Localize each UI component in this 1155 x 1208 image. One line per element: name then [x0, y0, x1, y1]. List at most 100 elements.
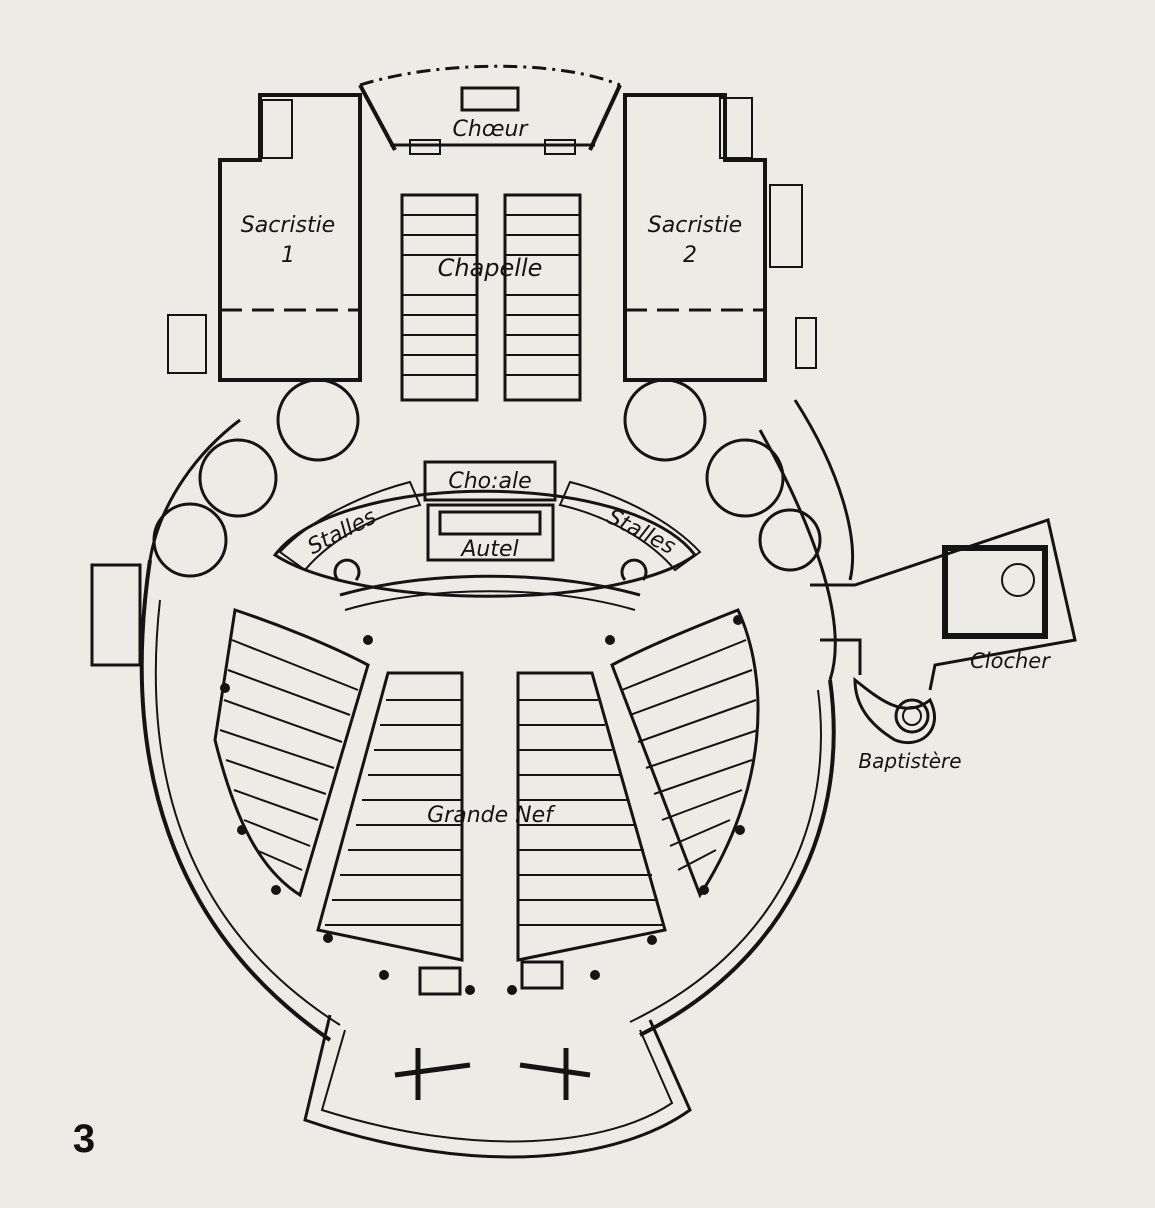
- label-choeur: Chœur: [453, 117, 530, 142]
- door-right: [519, 1048, 591, 1100]
- choeur-step-left: [409, 139, 441, 155]
- autel-table: [438, 510, 542, 536]
- baptistere-font-outer: [894, 698, 930, 734]
- side-chapel-right-3: [758, 508, 822, 572]
- chapelle-pew-rows-left: [402, 214, 477, 376]
- label-sacristie-1: Sacristie: [241, 213, 335, 238]
- nave-wing-left-rows: [219, 639, 359, 871]
- label-grande-nef: Grande Nef: [427, 803, 556, 828]
- column: [699, 885, 709, 895]
- nave-center-left-rows: [325, 699, 462, 926]
- sacristie-2-side-stair: [795, 317, 817, 369]
- nave-seating: [213, 608, 760, 996]
- entrance-porch: [303, 1014, 692, 1159]
- nave-stair-left: [418, 966, 462, 996]
- label-sacristie-2: Sacristie: [648, 213, 742, 238]
- column: [237, 825, 247, 835]
- column: [220, 683, 230, 693]
- label-stalles-right: Stalles: [603, 504, 680, 560]
- baptistere-wall: [853, 676, 937, 745]
- entrance-porch-inner: [320, 1029, 674, 1143]
- label-sacristie-1-number: 1: [281, 243, 295, 268]
- label-baptistere: Baptistère: [858, 749, 961, 773]
- rotunda-outer-wall-right: [639, 679, 836, 1037]
- left-entrance-stair: [90, 563, 142, 667]
- sanctuary: [272, 460, 702, 611]
- nave-wing-right: [610, 608, 760, 899]
- sacristie-2-walls: [623, 93, 767, 382]
- column: [465, 985, 475, 995]
- column: [647, 935, 657, 945]
- side-chapel-right-1: [623, 378, 707, 462]
- clocher-spiral-stair: [1001, 563, 1035, 597]
- column: [363, 635, 373, 645]
- nave-center-right: [516, 671, 667, 962]
- nave-center-right-rows: [518, 699, 664, 926]
- sacristie-1-block: [167, 93, 362, 382]
- rotunda-outer-wall: [139, 559, 332, 1042]
- entrance-doors: [394, 1048, 591, 1100]
- baptistere-font-inner: [902, 706, 922, 726]
- nave-center-left: [316, 671, 464, 962]
- chapelle-pew-rows-right: [505, 214, 580, 376]
- clocher-block: [810, 518, 1077, 745]
- chapelle-pews: [400, 193, 582, 402]
- choeur-right-wall: [588, 84, 622, 151]
- rotunda-inner-wall-right: [629, 689, 822, 1023]
- sacristie-1-upper-stair: [261, 99, 293, 159]
- side-chapel-left-2: [198, 438, 278, 518]
- columns: [220, 615, 745, 995]
- choeur-apse: [359, 64, 621, 87]
- sacristie-2-upper-stair: [719, 97, 753, 159]
- chorale-box: [423, 460, 557, 502]
- nave-wing-right-rows: [621, 639, 759, 871]
- column: [271, 885, 281, 895]
- door-left: [394, 1048, 471, 1100]
- pulpit-right: [620, 558, 648, 581]
- choeur-left-wall: [358, 84, 397, 151]
- column: [735, 825, 745, 835]
- chapelle-pew-block-right: [503, 193, 582, 402]
- autel-platform: [426, 503, 555, 562]
- stalles-left-outline: [278, 480, 422, 572]
- ambulatory-right-outer: [793, 399, 854, 581]
- ambulatory-right: [758, 429, 837, 681]
- side-chapel-left-3: [152, 502, 228, 578]
- label-sacristie-2-number: 2: [683, 243, 697, 268]
- side-chapels: [90, 378, 822, 667]
- sacristie-2-stair: [769, 184, 803, 268]
- column: [379, 970, 389, 980]
- nave-wing-left: [213, 608, 370, 898]
- sacristie-1-stair: [167, 314, 207, 374]
- side-chapel-left-1: [276, 378, 360, 462]
- clocher-tower: [942, 545, 1048, 639]
- choeur-area: [358, 64, 622, 155]
- label-chorale: Cho:ale: [448, 469, 531, 494]
- stalles-right-outline: [558, 480, 702, 572]
- column: [605, 635, 615, 645]
- pulpit-left: [333, 558, 361, 581]
- column: [323, 933, 333, 943]
- choeur-altar-table: [460, 86, 520, 112]
- label-chapelle: Chapelle: [438, 254, 543, 282]
- building-outline: [139, 399, 854, 1159]
- figure-number: 3: [73, 1117, 95, 1161]
- sanctuary-rail: [339, 574, 641, 597]
- column: [733, 615, 743, 625]
- label-clocher: Clocher: [970, 649, 1051, 673]
- side-chapel-right-2: [705, 438, 785, 518]
- choeur-step-right: [544, 139, 576, 155]
- sanctuary-rail-inner: [344, 590, 636, 611]
- rotunda-inner-wall: [154, 599, 341, 1026]
- clocher-corridor-lower: [820, 638, 862, 675]
- sacristie-1-walls: [218, 93, 362, 382]
- clocher-corridor: [810, 518, 1077, 691]
- sacristie-2-block: [623, 93, 817, 382]
- column: [507, 985, 517, 995]
- nave-stair-right: [520, 960, 564, 990]
- chapelle-pew-block-left: [400, 193, 479, 402]
- label-autel: Autel: [459, 537, 518, 562]
- column: [590, 970, 600, 980]
